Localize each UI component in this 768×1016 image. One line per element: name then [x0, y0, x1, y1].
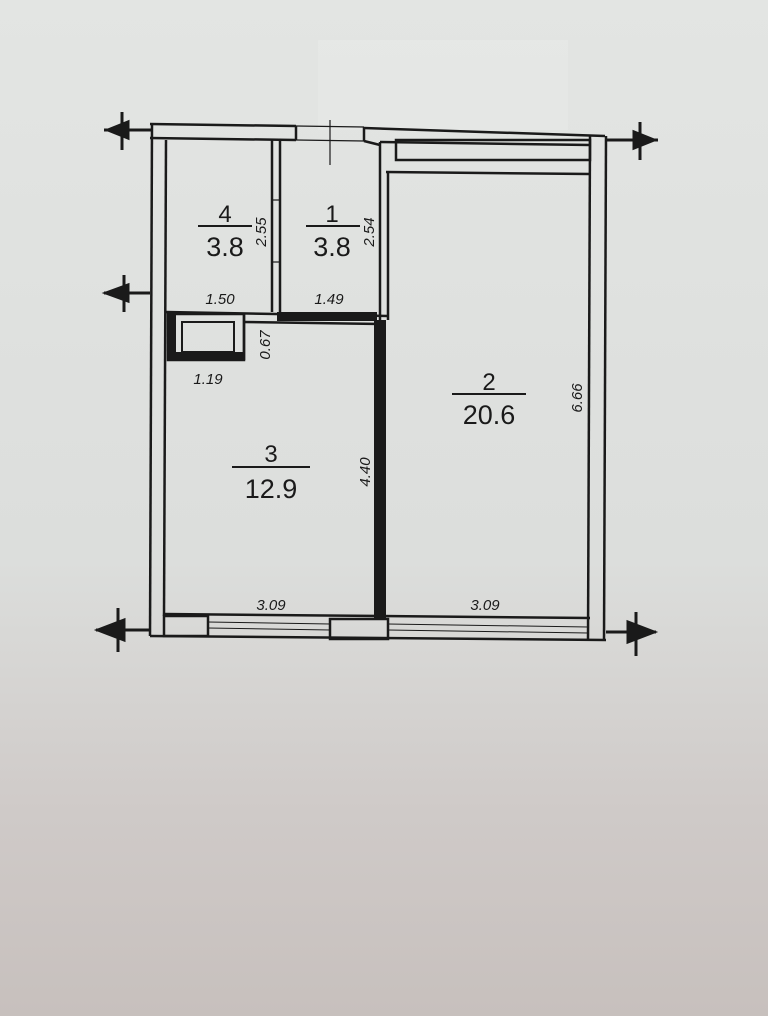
dim-room1-width: 1.49	[314, 291, 344, 308]
room-1: 1 3.8	[306, 201, 360, 262]
room-2-area: 20.6	[463, 400, 516, 430]
dim-room3-depth: 4.40	[357, 457, 374, 487]
inner-walls	[165, 139, 390, 362]
room-1-number: 1	[325, 201, 338, 228]
room-4: 4 3.8	[198, 201, 252, 262]
room-4-number: 4	[218, 201, 231, 228]
dim-shaft-depth: 0.67	[257, 330, 274, 360]
outer-walls	[148, 120, 608, 642]
room-3-number: 3	[264, 441, 277, 468]
axis-markers	[93, 112, 659, 656]
dim-shaft-width: 1.19	[193, 371, 223, 388]
room-4-area: 3.8	[206, 232, 244, 262]
dim-room2-depth: 6.66	[569, 383, 586, 413]
dim-room3-width: 3.09	[256, 597, 286, 614]
room-1-area: 3.8	[313, 232, 351, 262]
room-2-number: 2	[482, 369, 495, 396]
room-2: 2 20.6	[452, 369, 526, 430]
dim-room4-height: 2.55	[253, 217, 270, 248]
solid-partitions	[168, 312, 386, 618]
dim-room4-width: 1.50	[205, 291, 235, 308]
dim-room1-height: 2.54	[361, 217, 378, 247]
room-3-area: 12.9	[245, 474, 298, 504]
room-3: 3 12.9	[232, 441, 310, 504]
dim-room2-width: 3.09	[470, 597, 500, 614]
